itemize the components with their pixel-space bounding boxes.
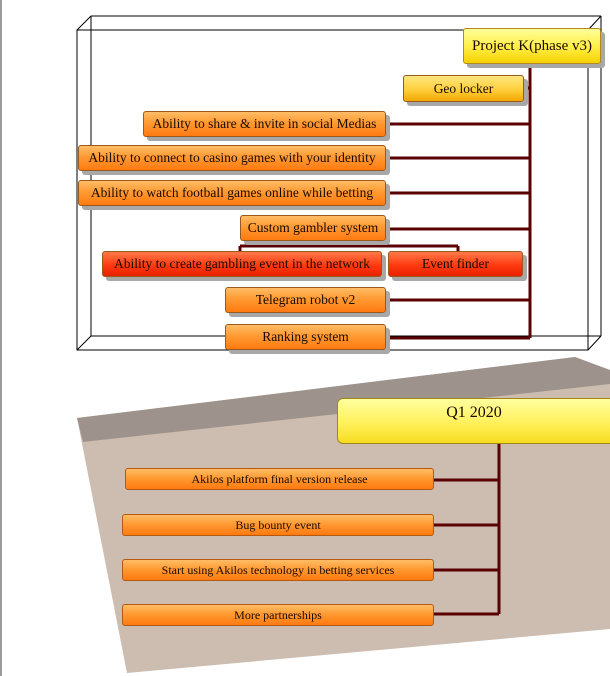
node-custom-gambler-system: Custom gambler system xyxy=(240,215,386,241)
left-border xyxy=(0,0,2,676)
node-platform-final-release: Akilos platform final version release xyxy=(125,468,434,490)
node-geo-locker: Geo locker xyxy=(403,75,524,102)
node-betting-services: Start using Akilos technology in betting… xyxy=(122,559,434,581)
node-telegram-robot: Telegram robot v2 xyxy=(225,287,386,313)
node-bug-bounty: Bug bounty event xyxy=(122,514,434,536)
quarter-connectors xyxy=(434,444,501,616)
node-share-invite-social: Ability to share & invite in social Medi… xyxy=(143,111,386,137)
node-create-gambling-event: Ability to create gambling event in the … xyxy=(102,251,382,277)
node-event-finder: Event finder xyxy=(388,251,523,277)
phase-title-node: Project K(phase v3) xyxy=(463,28,601,64)
node-watch-football-betting: Ability to watch football games online w… xyxy=(78,180,386,206)
phase-connectors xyxy=(238,64,532,340)
quarter-title-node: Q1 2020 xyxy=(337,398,610,444)
node-ranking-system: Ranking system xyxy=(225,324,386,350)
node-connect-casino-identity: Ability to connect to casino games with … xyxy=(78,145,386,171)
node-more-partnerships: More partnerships xyxy=(122,604,434,626)
